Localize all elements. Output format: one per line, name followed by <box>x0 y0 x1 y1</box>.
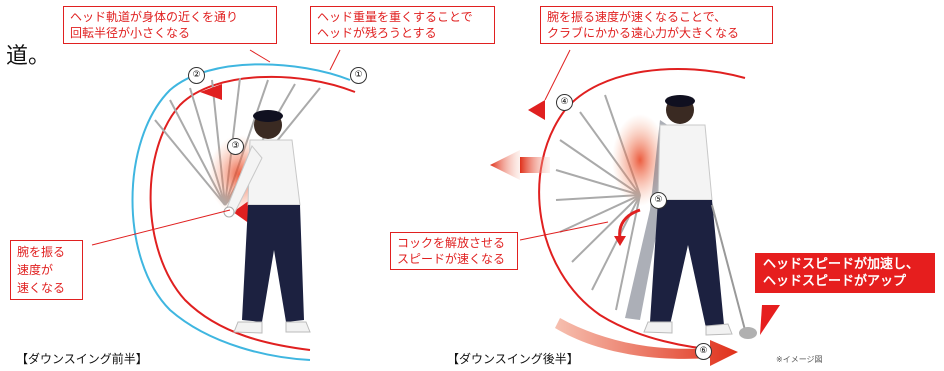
marker-5: ⑤ <box>650 192 667 209</box>
right-left-arrow-1 <box>490 150 520 180</box>
left-top-arrow <box>200 84 222 100</box>
leader-line-c4 <box>91 209 231 246</box>
image-note: ※イメージ図 <box>776 355 823 364</box>
right-golfer <box>625 95 757 339</box>
right-swing-arc <box>538 67 746 351</box>
caption-late-downswing: 【ダウンスイング後半】 <box>447 352 579 366</box>
callout-cock-release: コックを解放させる スピードが速くなる <box>390 232 518 270</box>
callout-centrifugal: 腕を振る速度が速くなることで、 クラブにかかる遠心力が大きくなる <box>540 6 773 44</box>
left-hand-arrow <box>233 200 250 224</box>
marker-4: ④ <box>556 94 573 111</box>
big-callout-tail <box>760 305 780 335</box>
leader-line-c5 <box>519 221 609 241</box>
caption-early-downswing: 【ダウンスイング前半】 <box>16 352 148 366</box>
callout-head-weight: ヘッド重量を重くすることで ヘッドが残ろうとする <box>310 6 495 44</box>
right-left-arrow-2 <box>528 100 545 120</box>
leader-line-c1 <box>249 49 271 63</box>
cock-release-arrow <box>618 208 641 239</box>
callout-radius: ヘッド軌道が身体の近くを通り 回転半径が小さくなる <box>63 6 277 44</box>
stray-text: 道。 <box>6 44 51 69</box>
left-golfer <box>223 110 311 334</box>
marker-6: ⑥ <box>695 343 712 360</box>
callout-head-speed-up: ヘッドスピードが加速し、 ヘッドスピードがアップ <box>755 253 935 293</box>
marker-1: ① <box>350 67 367 84</box>
leader-line-c3 <box>544 49 571 101</box>
head-speed-arrow <box>555 318 738 366</box>
callout-arm-speed: 腕を振る 速度が 速くなる <box>10 240 83 300</box>
blue-swing-arc <box>131 63 351 361</box>
leader-line-c2 <box>329 49 341 71</box>
marker-2: ② <box>188 67 205 84</box>
marker-3: ③ <box>227 138 244 155</box>
